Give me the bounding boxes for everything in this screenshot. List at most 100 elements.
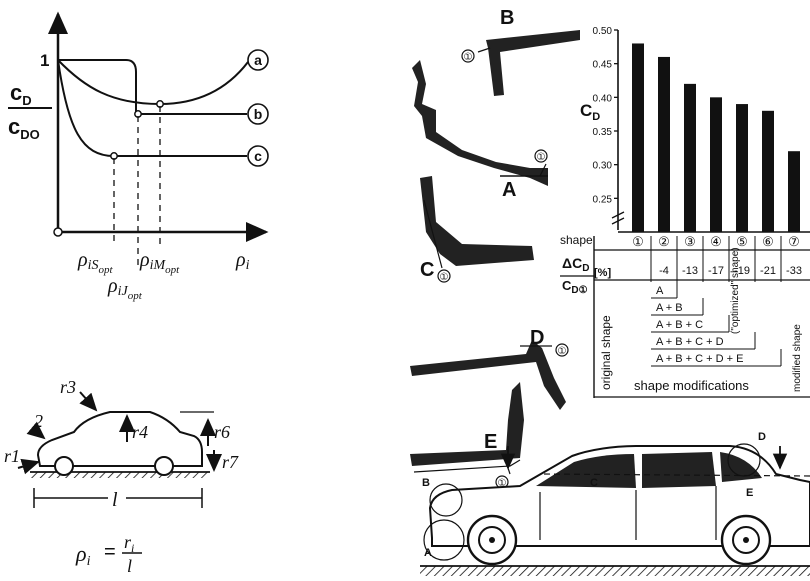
detail-shapes: ① B ① A ① C ① D ① E (410, 7, 580, 489)
detail-e-shape (410, 382, 524, 466)
rho-formula: ρi = ri l (75, 532, 142, 576)
curve-c (57, 59, 247, 157)
curve-a (58, 59, 152, 115)
delta-value: -13 (682, 265, 698, 277)
side-label-d: D (758, 431, 766, 443)
detail-d-shape (410, 340, 566, 410)
y-tick-label: 0.30 (593, 161, 613, 172)
delta-cd-label: ΔCD (562, 255, 589, 274)
shape-number: ④ (710, 234, 722, 249)
length-label: l (112, 489, 118, 511)
road-hatch (420, 566, 810, 576)
svg-text:=: = (104, 541, 116, 563)
detail-e-label: E (484, 431, 497, 453)
modified-shape-label: modified shape (792, 324, 803, 392)
svg-text:b: b (254, 106, 263, 122)
arrow-r1 (17, 458, 40, 475)
delta-value: -19 (734, 265, 750, 277)
pct-label: [%] (594, 267, 611, 279)
shape-number: ① (632, 234, 644, 249)
side-car-body (428, 445, 810, 547)
detail-a-shape (412, 60, 548, 186)
label-r7: r7 (222, 452, 239, 472)
curve-a-rise (159, 61, 249, 105)
x-tick-m-opt: ρiMopt (139, 249, 180, 276)
svg-text:①: ① (558, 346, 567, 357)
detail-d-label: D (530, 327, 544, 349)
label-r3: r3 (60, 377, 76, 397)
x-tick-j-opt: ρiJopt (107, 275, 143, 302)
shape-modifications-label: shape modifications (634, 378, 749, 393)
cd-bar (710, 97, 722, 232)
original-shape-label: original shape (599, 315, 613, 390)
side-label-c: C (590, 477, 598, 489)
x-axis-label: ρi (235, 249, 250, 273)
rear-wheel (154, 456, 174, 476)
cd-bar (736, 104, 748, 232)
x-tick-s-opt: ρiSopt (77, 249, 114, 276)
ground-hatch (30, 472, 208, 478)
svg-text:ρi: ρi (75, 541, 91, 569)
origin-point (53, 227, 63, 237)
zone-b-circle (429, 483, 463, 517)
arrow-r3 (79, 391, 98, 412)
y-axis-fraction: cD cDO (8, 80, 52, 142)
cd-bar (788, 151, 800, 232)
curve-label-a: a (247, 49, 269, 71)
shape-number: ⑤ (736, 234, 748, 249)
optimized-shape-label: ("optimized" shape) (730, 247, 741, 334)
y-one-label: 1 (40, 51, 49, 70)
combo-label: A + B (656, 302, 683, 314)
arrow-2 (26, 421, 46, 440)
side-label-a: A (424, 547, 432, 559)
cd-bar (684, 83, 696, 232)
svg-text:a: a (254, 52, 262, 68)
side-windows (536, 454, 636, 488)
cd-bar (658, 56, 670, 232)
curve-label-c: c (247, 145, 269, 167)
detail-c-label: C (420, 259, 434, 281)
shape-header: shape (560, 233, 593, 247)
detail-b-label: B (500, 7, 514, 29)
detail-a-label: A (502, 179, 516, 201)
y-tick-label: 0.25 (593, 194, 613, 205)
label-2: 2 (34, 411, 43, 431)
svg-text:c: c (254, 148, 262, 164)
cd-bar-chart: 0.50 0.45 0.40 0.35 0.30 0.25 CD (580, 26, 810, 233)
label-r4: r4 (132, 422, 148, 442)
svg-text:①: ① (464, 52, 473, 63)
front-wheel (54, 456, 74, 476)
y-tick-label: 0.50 (593, 26, 613, 37)
delta-value: -33 (786, 265, 802, 277)
svg-text:cDO: cDO (8, 114, 40, 142)
zone-d-circle (727, 443, 761, 477)
y-tick-label: 0.35 (593, 127, 613, 138)
delta-value: -17 (708, 265, 724, 277)
y-tick-label: 0.40 (593, 93, 613, 104)
combo-label: A (656, 285, 664, 297)
delta-value: -21 (760, 265, 776, 277)
combo-label: A + B + C + D + E (656, 353, 743, 365)
detail-c-shape (420, 176, 534, 266)
shape-number: ② (658, 234, 670, 249)
car-outline (36, 411, 203, 467)
svg-text:l: l (127, 556, 132, 576)
shape-number: ⑦ (788, 234, 800, 249)
side-label-b: B (422, 477, 430, 489)
side-label-e: E (746, 487, 753, 499)
curve-label-b: b (247, 103, 269, 125)
shape-number: ③ (684, 234, 696, 249)
cd-bar (632, 43, 644, 232)
curve-b (57, 59, 161, 105)
cd-bar (762, 110, 774, 232)
cd-den-label: CD① (562, 278, 588, 296)
zone-a-circle (423, 519, 465, 561)
delta-value: -4 (659, 265, 669, 277)
y-tick-label: 0.45 (593, 60, 613, 71)
chart-y-label: CD (580, 101, 600, 123)
svg-text:①: ① (537, 152, 546, 163)
label-r1: r1 (4, 446, 20, 466)
svg-text:cD: cD (10, 80, 32, 108)
